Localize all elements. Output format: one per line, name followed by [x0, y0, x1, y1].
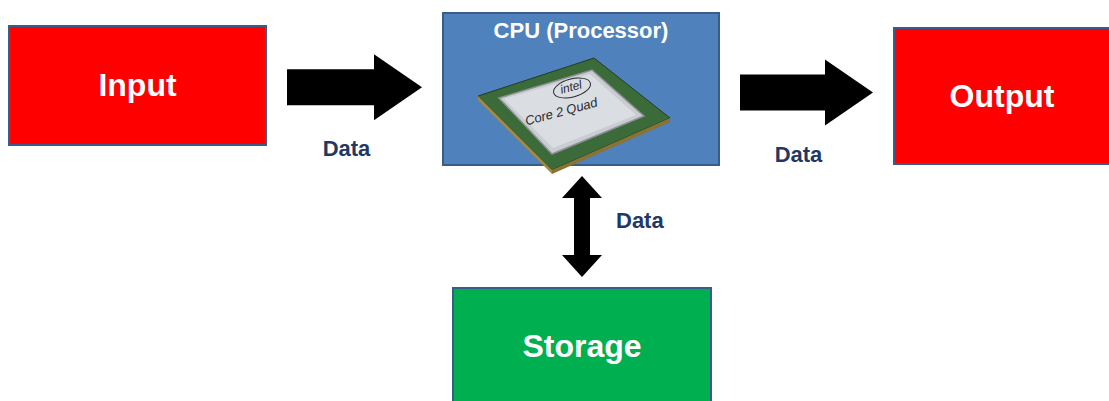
edge-label: Data — [775, 142, 823, 168]
edge-label: Data — [323, 136, 371, 162]
double-arrow — [562, 176, 602, 277]
node-text: Input — [98, 67, 176, 104]
processor-box: CPU (Processor)intelCore 2 Quad — [442, 12, 720, 166]
node-text: Storage — [522, 328, 641, 365]
edge-label: Data — [616, 208, 664, 234]
output-box: Output — [893, 27, 1109, 165]
node-text: CPU (Processor) — [494, 18, 669, 44]
storage-box: Storage — [452, 287, 712, 401]
node-text: Output — [950, 78, 1055, 115]
input-box: Input — [8, 25, 267, 146]
block-arrow — [740, 60, 873, 126]
block-arrow — [287, 54, 422, 120]
